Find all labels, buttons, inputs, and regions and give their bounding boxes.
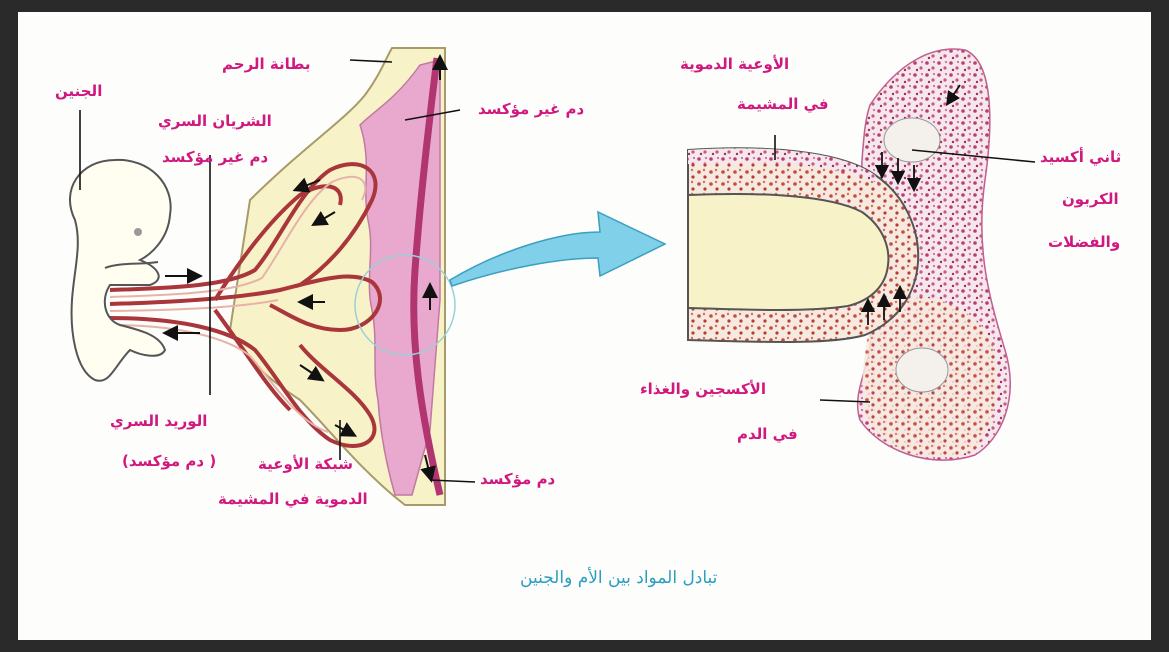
label-co2-3: والفضلات xyxy=(1048,233,1120,251)
label-placenta-vessels-2: في المشيمة xyxy=(737,95,829,113)
label-umbilical-vein: الوريد السري xyxy=(110,412,207,430)
embryo-illustration xyxy=(70,160,171,381)
label-placenta-vessels-1: الأوعية الدموية xyxy=(680,55,789,73)
label-oxygenated-blood-mother: دم مؤكسد xyxy=(480,470,555,488)
diagram-caption: تبادل المواد بين الأم والجنين xyxy=(520,568,717,588)
label-uterus-lining: بطانة الرحم xyxy=(222,55,311,73)
label-deoxygenated-blood-mother: دم غير مؤكسد xyxy=(478,100,584,118)
label-co2-1: ثاني أكسيد xyxy=(1040,148,1121,166)
label-co2-2: الكربون xyxy=(1062,190,1119,208)
villus-core xyxy=(688,194,888,310)
label-embryo: الجنين xyxy=(55,82,102,100)
label-oxygenated-blood-vein: ( دم مؤكسد) xyxy=(122,452,216,470)
zoom-arrow xyxy=(450,212,665,286)
lacuna-lower xyxy=(896,348,948,392)
label-deoxygenated-blood-artery: دم غير مؤكسد xyxy=(162,148,268,166)
lacuna-upper xyxy=(884,118,940,162)
label-vessel-network-1: شبكة الأوعية xyxy=(258,455,353,473)
label-vessel-network-2: الدموية في المشيمة xyxy=(218,490,368,508)
label-umbilical-artery: الشريان السري xyxy=(158,112,272,130)
label-oxygen-food-2: في الدم xyxy=(737,425,798,443)
label-oxygen-food-1: الأكسجين والغذاء xyxy=(640,380,766,398)
